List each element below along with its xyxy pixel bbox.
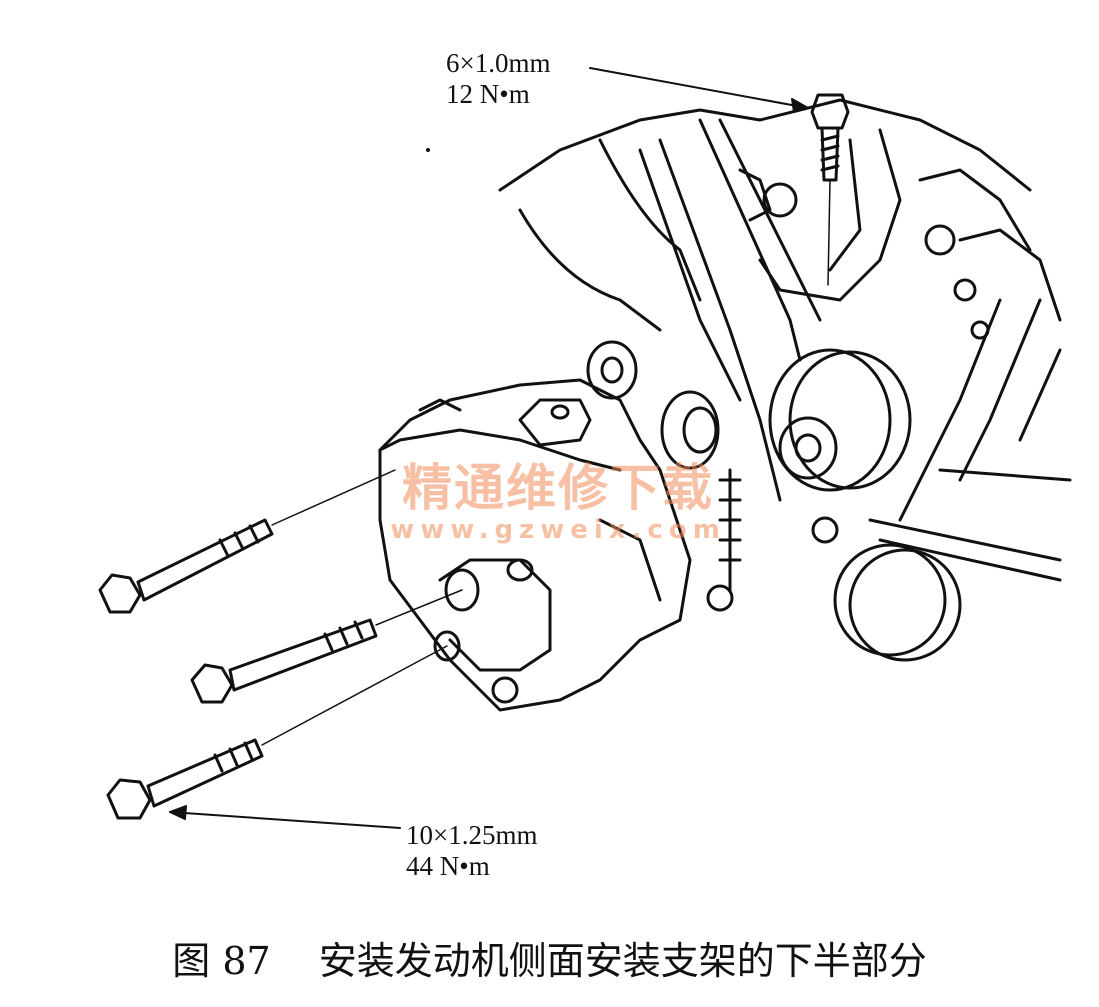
pulleys bbox=[586, 340, 962, 662]
figure-number: 图 87 bbox=[172, 939, 271, 983]
top-bolt-torque: 12 N•m bbox=[446, 79, 530, 109]
figure-caption: 图 87 安装发动机侧面安装支架的下半部分 bbox=[0, 930, 1099, 985]
side-bolts-torque: 44 N•m bbox=[406, 851, 490, 881]
leader-lines bbox=[169, 67, 809, 829]
watermark-text: 精通维修下载 bbox=[402, 458, 714, 517]
side-bolt-3 bbox=[106, 645, 448, 820]
top-bolt bbox=[810, 93, 850, 286]
engine-block bbox=[498, 98, 1072, 582]
top-bolt-callout: 6×1.0mm 12 N•m bbox=[446, 48, 550, 110]
side-bolts-size: 10×1.25mm bbox=[406, 820, 538, 850]
side-bolt-1 bbox=[98, 469, 396, 614]
mount-bracket-lower bbox=[378, 378, 692, 712]
top-bolt-size: 6×1.0mm bbox=[446, 48, 551, 78]
side-bolts-callout: 10×1.25mm 44 N•m bbox=[406, 820, 537, 882]
watermark: 精通维修下载 www.gzweix.com bbox=[368, 458, 748, 545]
watermark-url: www.gzweix.com bbox=[390, 515, 726, 545]
figure-title: 安装发动机侧面安装支架的下半部分 bbox=[318, 939, 927, 983]
side-bolt-2 bbox=[190, 589, 463, 704]
